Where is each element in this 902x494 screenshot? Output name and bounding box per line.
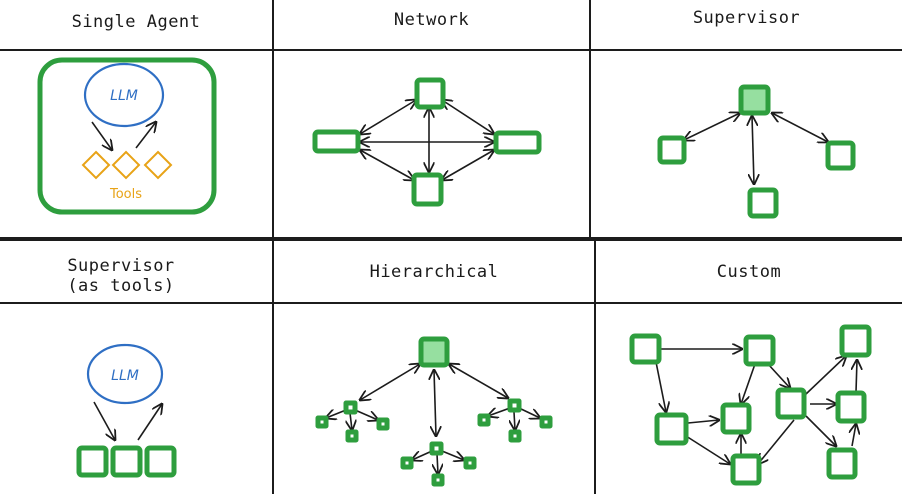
custom-edge-c-d [687, 420, 719, 423]
top-row-header-divider [0, 49, 902, 51]
custom-node-e [775, 387, 807, 420]
supervisor-tools-title-line2: (as tools) [67, 276, 175, 296]
custom-edge-b-e [767, 363, 790, 388]
column-divider-2-bottom [594, 240, 596, 494]
hl-edge-1 [326, 410, 347, 418]
network-node-bottom [411, 172, 444, 207]
custom-node-i [826, 447, 858, 480]
hr-edge-2 [514, 411, 515, 430]
tool-diamond-3 [143, 150, 173, 180]
hr-leaf-2 [508, 429, 522, 443]
llm-circle-2 [86, 343, 164, 405]
single-agent-diagram: LLM Tools [37, 57, 217, 215]
row-divider [0, 237, 902, 241]
network-node-left [312, 129, 361, 154]
custom-edge-e-h [805, 356, 846, 395]
hm-edge-3 [441, 450, 464, 460]
sup-worker-bottom [747, 187, 779, 219]
sup-worker-left [657, 135, 687, 165]
network-title: Network [393, 10, 470, 30]
custom-node-a [629, 333, 662, 365]
hr-leaf-3 [539, 415, 553, 429]
custom-node-b [743, 334, 776, 367]
llm-circle [83, 62, 165, 128]
tool-agent-2 [110, 445, 143, 478]
hier-edge-mid [434, 370, 436, 436]
hierarchical-diagram [315, 336, 553, 487]
sup-edge-left [684, 113, 740, 140]
edge-bottom-right [442, 150, 494, 180]
tool-diamond-2 [111, 150, 141, 180]
column-divider-2-top [589, 0, 591, 240]
custom-edge-e-i [805, 415, 836, 446]
hm-leaf-3 [463, 456, 477, 470]
hl-leaf-2 [345, 429, 359, 443]
hl-leaf-3 [376, 417, 390, 431]
llm-label-2: LLM [111, 368, 139, 384]
llm-to-agents-arrow [93, 401, 115, 440]
custom-node-d [720, 402, 752, 435]
hm-sub-supervisor [429, 441, 444, 456]
network-node-right [493, 130, 542, 155]
hl-sub-supervisor [343, 400, 358, 415]
custom-title: Custom [716, 262, 782, 282]
edge-left-top [360, 100, 416, 134]
edge-top-right [442, 100, 494, 134]
supervisor-title: Supervisor [692, 8, 801, 28]
single-agent-title: Single Agent [71, 12, 201, 32]
bottom-row-header-divider [0, 302, 902, 304]
supervisor-tools-title-line1: Supervisor [67, 256, 175, 276]
hierarchical-title: Hierarchical [369, 262, 499, 282]
supervisor-diagram [657, 84, 856, 219]
hr-edge-3 [518, 407, 540, 418]
custom-diagram [629, 324, 872, 486]
tool-agent-3 [144, 445, 177, 478]
custom-edge-c-g [685, 435, 730, 464]
custom-node-f [835, 390, 867, 424]
hier-edge-left [360, 364, 420, 400]
hl-leaf-1 [315, 415, 329, 429]
custom-node-h [839, 324, 872, 358]
custom-edge-f-h [856, 360, 857, 393]
supervisor-tools-diagram: LLM [76, 343, 177, 478]
hr-sub-supervisor [507, 398, 522, 413]
agents-to-llm-arrow [137, 404, 162, 441]
custom-edge-i-f [852, 424, 856, 447]
tools-to-llm-arrow [135, 122, 156, 149]
custom-edge-e-g [758, 419, 795, 464]
hr-leaf-1 [477, 413, 491, 427]
llm-to-tools-arrow [91, 121, 112, 150]
hm-edge-1 [412, 450, 433, 460]
hm-edge-2 [437, 453, 438, 474]
hier-edge-right [449, 364, 508, 398]
sup-worker-right [825, 140, 856, 171]
hl-edge-3 [354, 409, 378, 420]
custom-node-c [654, 412, 689, 446]
network-node-top [414, 77, 446, 110]
hr-edge-1 [488, 407, 511, 416]
custom-node-g [730, 453, 762, 486]
supervisor-node [738, 84, 771, 116]
llm-label: LLM [110, 88, 138, 104]
sup-edge-bottom [752, 116, 754, 184]
tool-agent-1 [76, 445, 109, 478]
tools-label: Tools [109, 187, 142, 202]
hm-leaf-1 [400, 456, 414, 470]
top-supervisor-node [418, 336, 450, 368]
hl-edge-2 [350, 412, 352, 430]
agent-container-box [37, 57, 217, 215]
edge-left-bottom [360, 150, 414, 180]
tool-diamond-1 [81, 150, 111, 180]
hm-leaf-2 [431, 473, 445, 487]
custom-edge-b-d [741, 363, 756, 404]
sup-edge-right [772, 113, 828, 142]
column-divider-1 [272, 0, 274, 494]
custom-edge-a-c [655, 361, 666, 412]
network-diagram [312, 77, 542, 207]
